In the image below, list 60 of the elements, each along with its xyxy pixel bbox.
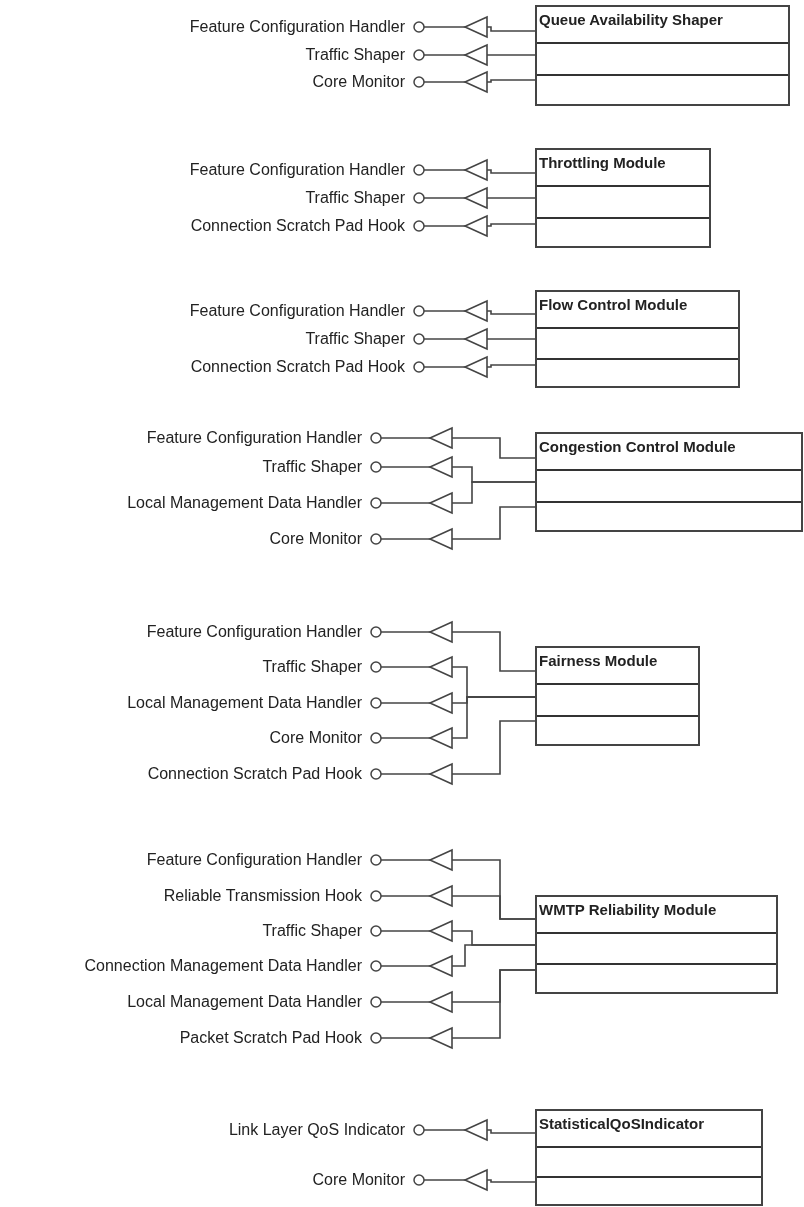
interface-label: Reliable Transmission Hook <box>163 887 362 905</box>
interface-label: Packet Scratch Pad Hook <box>179 1029 362 1047</box>
component-title: WMTP Reliability Module <box>538 900 718 918</box>
interface-label: Core Monitor <box>269 729 362 747</box>
interface-label: Connection Scratch Pad Hook <box>147 765 362 783</box>
interface-label: Connection Scratch Pad Hook <box>190 217 405 235</box>
interface-label: Local Management Data Handler <box>127 694 362 712</box>
interface-label: Connection Scratch Pad Hook <box>190 358 405 376</box>
interface-connector <box>464 356 536 378</box>
interface-label: Traffic Shaper <box>262 658 362 676</box>
component-title: StatisticalQoSIndicator <box>538 1114 706 1132</box>
interface-label: Traffic Shaper <box>262 458 362 476</box>
interface-label: Feature Configuration Handler <box>189 302 405 320</box>
component-title: Throttling Module <box>538 153 667 171</box>
interface-connector <box>429 969 536 1049</box>
interface-connector <box>464 16 536 38</box>
interface-label: Traffic Shaper <box>262 922 362 940</box>
interface-label: Traffic Shaper <box>305 189 405 207</box>
interface-label: Feature Configuration Handler <box>146 429 362 447</box>
interface-connector <box>429 696 536 749</box>
interface-label: Feature Configuration Handler <box>189 18 405 36</box>
interface-label: Core Monitor <box>312 73 405 91</box>
interface-label: Connection Management Data Handler <box>84 957 362 975</box>
interface-connector <box>429 621 536 672</box>
interface-label: Local Management Data Handler <box>127 494 362 512</box>
interface-label: Traffic Shaper <box>305 330 405 348</box>
interface-label: Feature Configuration Handler <box>146 851 362 869</box>
component-box <box>535 895 778 994</box>
interface-label: Link Layer QoS Indicator <box>228 1121 405 1139</box>
interface-connector <box>464 300 536 322</box>
component-title: Flow Control Module <box>538 295 689 313</box>
component-box <box>535 646 700 746</box>
interface-connector <box>429 427 536 459</box>
component-box <box>535 432 803 532</box>
interface-connector <box>429 481 536 514</box>
interface-connector <box>429 944 536 977</box>
component-title: Queue Availability Shaper <box>538 10 724 28</box>
interface-label: Feature Configuration Handler <box>189 161 405 179</box>
interface-connector <box>464 215 536 237</box>
interface-label: Local Management Data Handler <box>127 993 362 1011</box>
interface-connector <box>429 720 536 785</box>
component-title: Congestion Control Module <box>538 437 737 455</box>
interface-connector <box>429 506 536 550</box>
interface-connector <box>464 1119 536 1141</box>
interface-connector <box>464 187 536 209</box>
interface-connector <box>429 885 536 920</box>
interface-connector <box>464 1169 536 1191</box>
component-box <box>535 1109 763 1206</box>
interface-label: Core Monitor <box>312 1171 405 1189</box>
interface-connector <box>464 71 536 93</box>
component-box <box>535 290 740 388</box>
interface-connector <box>464 159 536 181</box>
interface-connector <box>464 44 536 66</box>
interface-label: Core Monitor <box>269 530 362 548</box>
interface-label: Traffic Shaper <box>305 46 405 64</box>
interface-connector <box>464 328 536 350</box>
component-box <box>535 148 711 248</box>
interface-label: Feature Configuration Handler <box>146 623 362 641</box>
component-box <box>535 5 790 106</box>
component-title: Fairness Module <box>538 651 659 669</box>
